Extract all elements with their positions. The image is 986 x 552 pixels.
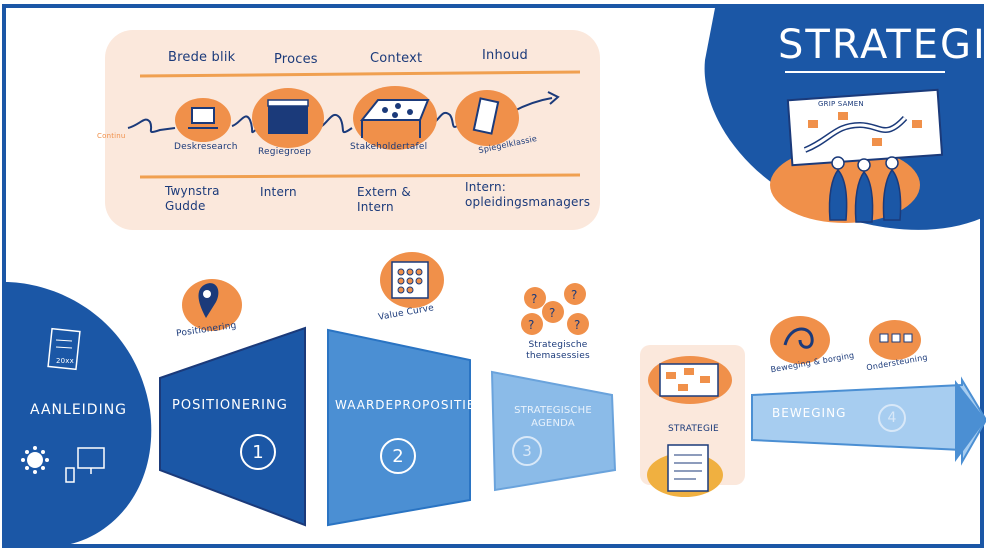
devices-icon: [65, 447, 105, 483]
document-year: 20xx: [56, 357, 74, 365]
stakeholdertafel-icon: [353, 86, 437, 150]
value-curve-icon: [380, 252, 444, 308]
top-panel-rule-upper: [139, 70, 581, 78]
phase-2-shape: [327, 328, 471, 527]
phase-4-number: 4: [878, 404, 906, 432]
question-bubbles-icon: ? ? ? ? ?: [521, 283, 589, 335]
svg-text:?: ?: [528, 318, 534, 332]
phase-3-number: 3: [512, 436, 542, 466]
svg-text:?: ?: [549, 306, 555, 320]
timeline-arrowhead: [547, 91, 560, 105]
phase-1-number: 1: [240, 434, 276, 470]
strategie-card: [640, 345, 745, 497]
column-header-brede-blik: Brede blik: [168, 50, 236, 65]
themasessies-caption: Strategische themasessies: [526, 340, 590, 361]
svg-text:?: ?: [531, 292, 537, 306]
deskresearch-icon: [175, 98, 231, 142]
beweging-icon: [770, 316, 830, 364]
phase-2-label: WAARDEPROPOSITIE: [335, 398, 476, 412]
ondersteuning-icon: [869, 320, 921, 360]
location-pin-icon: [182, 279, 242, 331]
top-panel-bg: [105, 30, 600, 230]
owner-extern-intern: Extern & Intern: [357, 185, 411, 214]
billboard-illustration: [770, 88, 944, 223]
owner-twynstra-gudde: Twynstra Gudde: [165, 184, 220, 213]
svg-text:?: ?: [574, 318, 580, 332]
phase-4-arrow: [751, 376, 986, 466]
owner-intern: Intern: [260, 185, 297, 199]
phase-3-shape: [490, 370, 617, 492]
svg-text:?: ?: [571, 288, 577, 302]
regiegroep-icon: [252, 88, 324, 148]
frame-border: [2, 4, 984, 548]
phase-2-number: 2: [380, 438, 416, 474]
step-label-deskresearch: Deskresearch: [174, 142, 238, 152]
column-header-context: Context: [370, 51, 423, 66]
column-header-proces: Proces: [274, 52, 318, 67]
phase-1-shape: [159, 326, 306, 527]
billboard-tag: GRIP SAMEN: [818, 100, 864, 108]
aanleiding-label: AANLEIDING: [30, 402, 128, 418]
owner-opleidingsmanagers: Intern: opleidingsmanagers: [465, 180, 591, 209]
phase-4-label: BEWEGING: [772, 406, 847, 420]
phase-3-label: STRATEGISCHE AGENDA: [514, 405, 592, 429]
timeline-squiggle: [127, 97, 553, 134]
timeline-start-label: Continu: [97, 132, 126, 140]
top-panel-rule-lower: [139, 173, 581, 179]
spiegelklassie-icon: [455, 90, 519, 146]
step-label-stakeholdertafel: Stakeholdertafel: [350, 142, 428, 152]
document-icon: [47, 327, 81, 371]
strategie-card-label: STRATEGIE: [668, 424, 719, 434]
phase-1-label: POSITIONERING: [172, 398, 288, 413]
phase-4-arrowhead: [955, 380, 986, 462]
page-title: STRATEGIE: [778, 22, 986, 68]
column-header-inhoud: Inhoud: [482, 48, 528, 63]
virus-icon: [21, 446, 49, 474]
step-label-regiegroep: Regiegroep: [258, 147, 312, 157]
aanleiding-blob: [4, 282, 152, 546]
